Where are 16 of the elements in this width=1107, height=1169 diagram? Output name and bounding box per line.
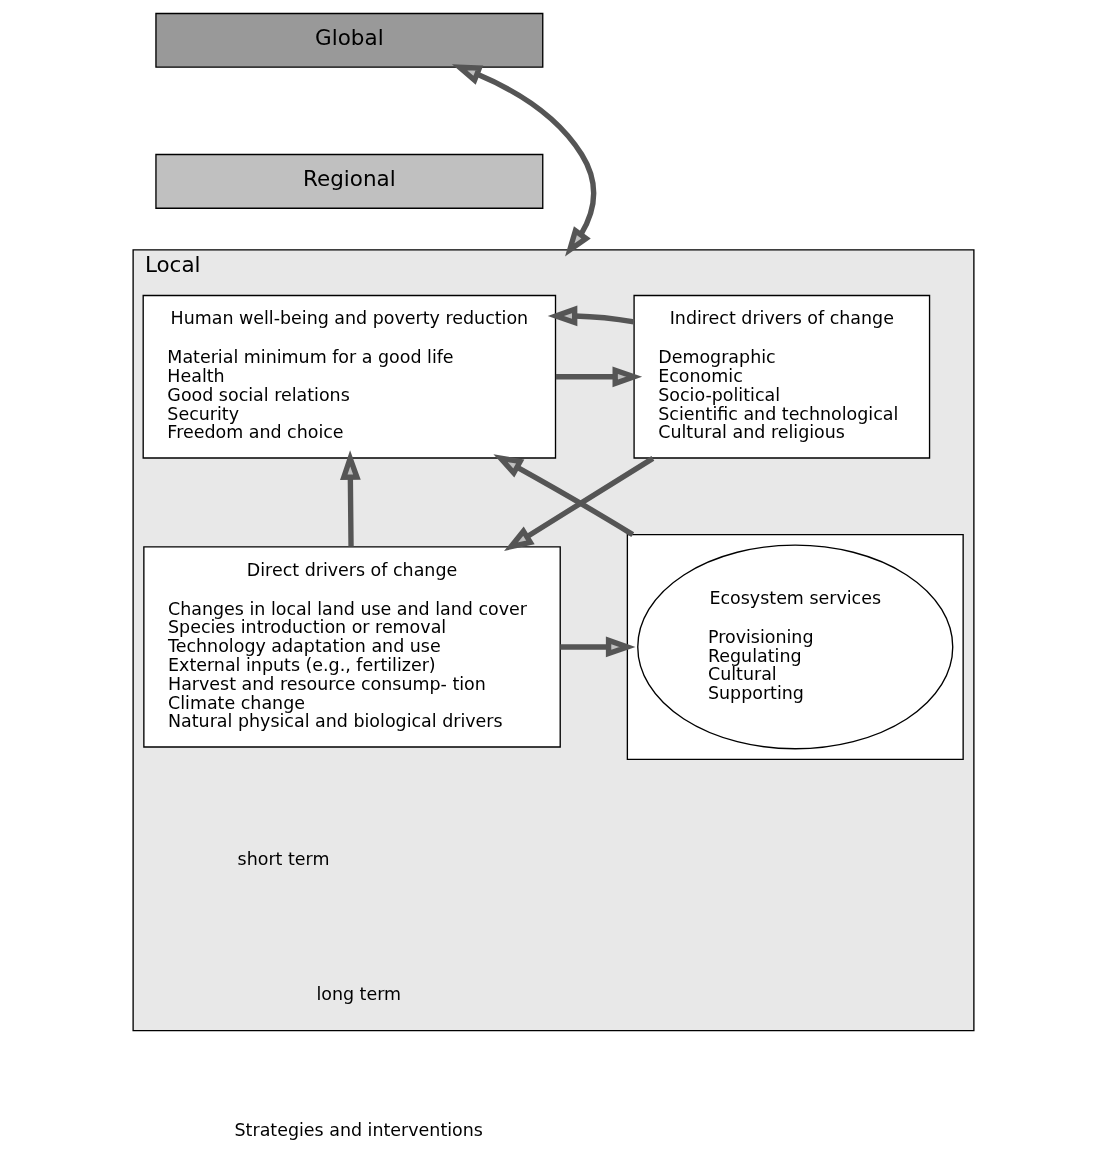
arrow — [547, 305, 635, 327]
node-box: Regional — [155, 153, 544, 209]
node-box: Indirect drivers of change Demographic Economic Socio-political Scientific and technological Cultural and religious — [633, 294, 931, 459]
arrow — [560, 636, 636, 658]
arrow — [340, 450, 361, 547]
label: short term — [237, 848, 330, 869]
node-box: Human well-being and poverty reduction Material minimum for a good life Health Good social relations Security Freedom and choice — [142, 294, 557, 459]
arrow — [493, 454, 635, 537]
arrow — [504, 456, 655, 551]
node-box: Global — [155, 12, 544, 68]
node-box: Direct drivers of change Changes in local land use and land cover Species introduction or removal Technology adaptation and use External inputs (e.g., fertilizer) Harvest and resource consump- tion Climate change Natural physical and biological drivers — [143, 546, 561, 748]
arrow — [555, 366, 643, 388]
label: long term — [316, 984, 402, 1005]
legend-label: Strategies and interventions — [234, 1119, 483, 1140]
node-ellipse: Ecosystem services Provisioning Regulating Cultural Supporting — [637, 544, 954, 750]
arrow — [451, 64, 597, 257]
